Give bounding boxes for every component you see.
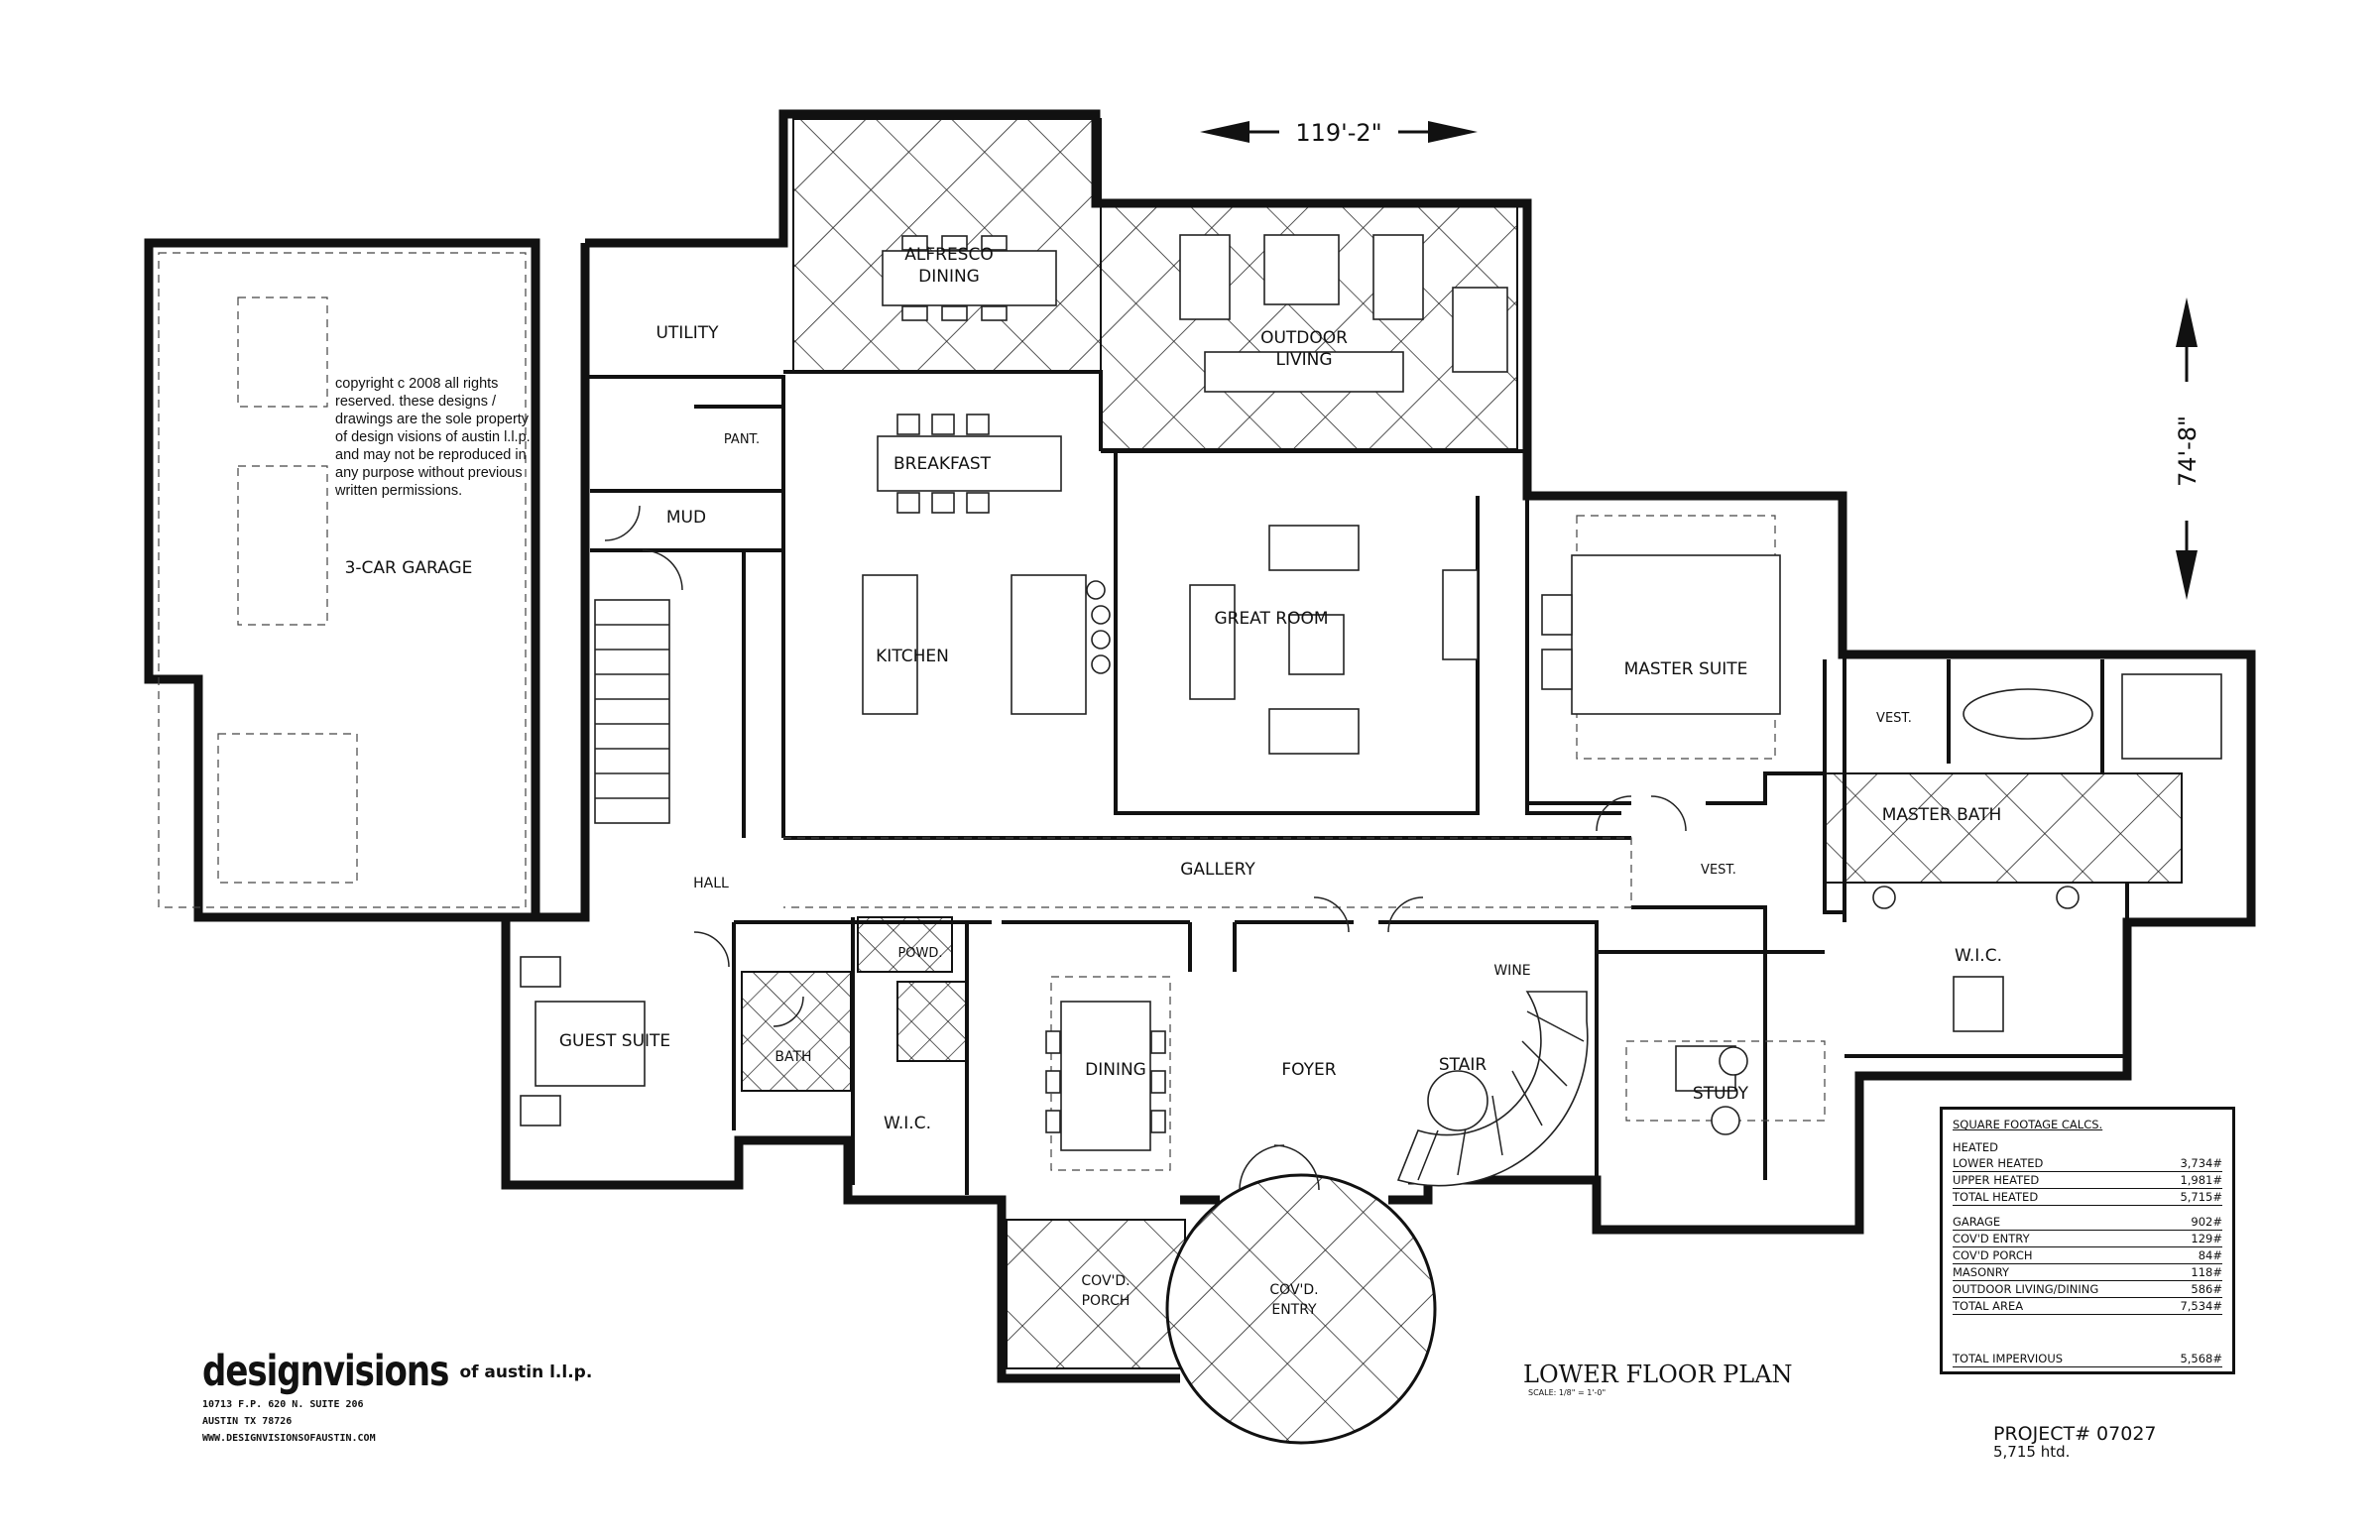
exterior-wall-west	[501, 243, 1180, 1383]
interior-walls	[585, 370, 2129, 1195]
exterior-wall-garage	[144, 238, 540, 922]
label-great-room: GREAT ROOM	[1214, 609, 1328, 629]
furniture	[520, 234, 2222, 1151]
brand-name: designvisions	[202, 1347, 449, 1396]
copyright-notice: copyright c 2008 all rights reserved. th…	[335, 376, 531, 499]
brand-block: designvisions of austin l.l.p. 10713 F.P…	[202, 1347, 592, 1447]
label-master-suite: MASTER SUITE	[1624, 659, 1748, 679]
label-stair: STAIR	[1439, 1055, 1487, 1075]
square-footage-table: SQUARE FOOTAGE CALCS. HEATED LOWER HEATE…	[1940, 1107, 2235, 1374]
sqft-title: SQUARE FOOTAGE CALCS.	[1953, 1118, 2103, 1131]
label-covd-porch-2: PORCH	[1082, 1293, 1130, 1309]
label-wic-master: W.I.C.	[1955, 946, 2002, 966]
label-bath: BATH	[774, 1049, 811, 1065]
brand-city: AUSTIN TX 78726	[202, 1416, 293, 1427]
sqft-heated-header: HEATED	[1953, 1140, 1999, 1154]
label-pantry: PANT.	[724, 432, 760, 447]
plan-title: LOWER FLOOR PLAN	[1523, 1361, 1793, 1388]
project-block: PROJECT# 07027 5,715 htd.	[1993, 1423, 2157, 1461]
powder-floor-2	[896, 981, 968, 1062]
label-alfresco-dining-1: ALFRESCO	[904, 245, 993, 265]
label-hall: HALL	[693, 876, 729, 891]
dashed-overhead-lines	[158, 252, 1826, 1171]
label-gallery: GALLERY	[1180, 860, 1255, 880]
label-guest-suite: GUEST SUITE	[559, 1031, 670, 1051]
label-outdoor-living-2: LIVING	[1275, 350, 1332, 370]
label-covd-porch-1: COV'D.	[1081, 1273, 1130, 1289]
label-garage: 3-CAR GARAGE	[345, 558, 473, 578]
label-foyer: FOYER	[1281, 1060, 1336, 1080]
door-swings	[604, 505, 1687, 1191]
main-stair	[594, 599, 670, 824]
label-vest-upper: VEST.	[1876, 711, 1912, 726]
powder-floor	[857, 916, 953, 973]
exterior-wall-entry	[1180, 1180, 1433, 1205]
label-mud: MUD	[666, 508, 706, 528]
covd-entry-floor	[1165, 1173, 1437, 1445]
plan-scale: SCALE: 1/8" = 1'-0"	[1528, 1388, 1606, 1397]
label-study: STUDY	[1693, 1084, 1749, 1104]
master-bath-floor	[1824, 772, 2183, 884]
label-wine: WINE	[1493, 963, 1530, 979]
curved-stair	[1396, 991, 1589, 1187]
label-powder: POWD.	[897, 946, 942, 961]
label-vest-lower: VEST.	[1701, 863, 1736, 878]
label-utility: UTILITY	[655, 323, 719, 343]
label-kitchen: KITCHEN	[876, 647, 949, 666]
bath-floor	[741, 971, 852, 1092]
label-covd-entry-2: ENTRY	[1271, 1302, 1317, 1318]
dimension-arrows	[1200, 121, 2198, 600]
label-wic-guest: W.I.C.	[884, 1114, 931, 1133]
brand-website: WWW.DESIGNVISIONSOFAUSTIN.COM	[202, 1433, 376, 1444]
label-covd-entry-1: COV'D.	[1269, 1282, 1318, 1298]
project-heated: 5,715 htd.	[1993, 1443, 2071, 1461]
label-alfresco-dining-2: DINING	[918, 267, 980, 287]
covd-porch-floor	[1006, 1219, 1186, 1369]
label-dining: DINING	[1085, 1060, 1146, 1080]
width-dimension: 119'-2"	[1295, 119, 1381, 147]
depth-dimension: 74'-8"	[2174, 415, 2202, 487]
project-number: PROJECT# 07027	[1993, 1423, 2157, 1445]
label-master-bath: MASTER BATH	[1882, 805, 2002, 825]
brand-address: 10713 F.P. 620 N. SUITE 206	[202, 1399, 364, 1410]
brand-suffix: of austin l.l.p.	[459, 1362, 593, 1382]
label-breakfast: BREAKFAST	[893, 454, 992, 474]
label-outdoor-living-1: OUTDOOR	[1260, 328, 1348, 348]
